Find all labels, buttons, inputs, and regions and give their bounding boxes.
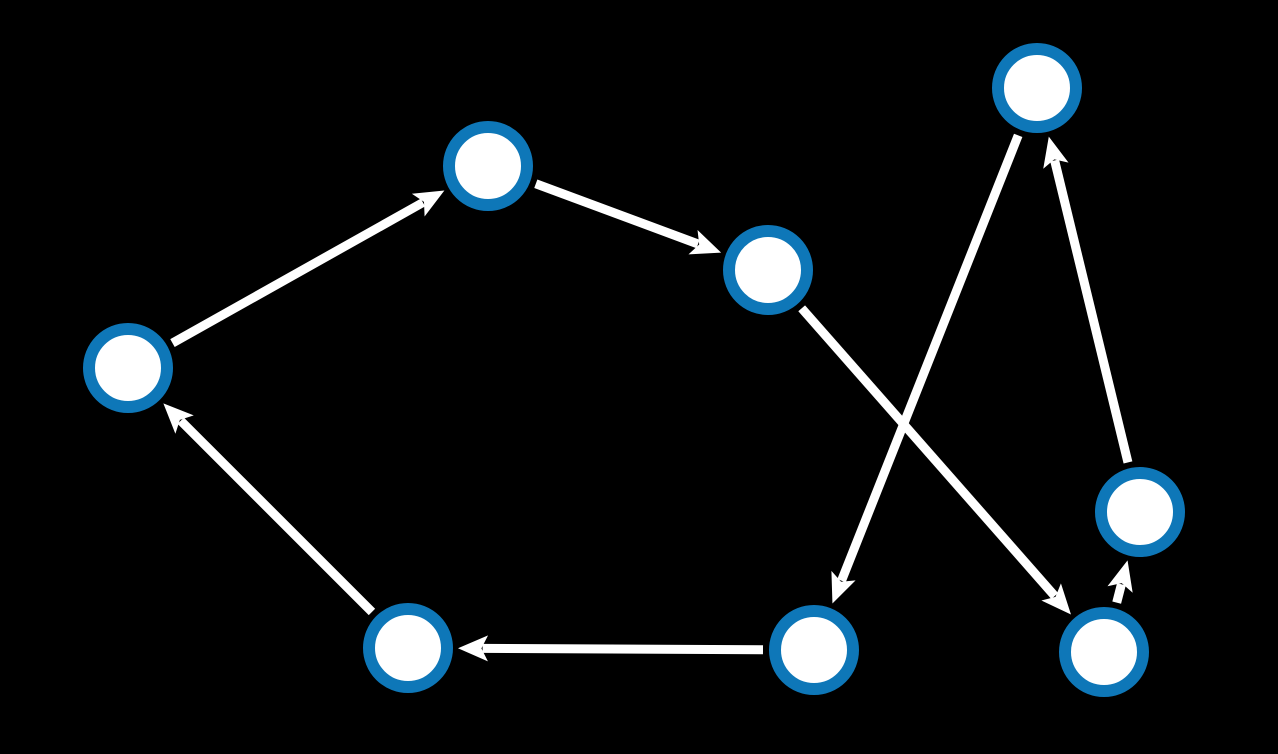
graph-edge[interactable] bbox=[534, 179, 722, 255]
arrowhead-icon bbox=[1041, 583, 1071, 615]
edges-layer bbox=[163, 133, 1133, 662]
graph-edge[interactable] bbox=[798, 305, 1071, 615]
graph-edge-line bbox=[170, 198, 426, 347]
graph-node[interactable] bbox=[1095, 467, 1185, 557]
graph-node[interactable] bbox=[992, 43, 1082, 133]
graph-edge-line bbox=[534, 179, 700, 249]
graph-node[interactable] bbox=[363, 603, 453, 693]
graph-edge-line bbox=[837, 133, 1023, 583]
graph-node[interactable] bbox=[769, 605, 859, 695]
graph-edge-line bbox=[482, 643, 764, 655]
graph-node-ring bbox=[769, 605, 859, 695]
graph-node-fill bbox=[1065, 613, 1143, 691]
arrowhead-icon bbox=[688, 229, 722, 255]
graph-node-ring bbox=[443, 121, 533, 211]
graph-node-ring bbox=[363, 603, 453, 693]
graph-node[interactable] bbox=[723, 225, 813, 315]
graph-node[interactable] bbox=[1059, 607, 1149, 697]
graph-node-fill bbox=[369, 609, 447, 687]
graph-edge[interactable] bbox=[163, 403, 376, 616]
graph-node-ring bbox=[992, 43, 1082, 133]
nodes-layer bbox=[83, 43, 1185, 697]
graph-node-fill bbox=[89, 329, 167, 407]
graph-edge-line bbox=[1112, 583, 1126, 604]
graph-node-fill bbox=[729, 231, 807, 309]
graph-node-ring bbox=[1095, 467, 1185, 557]
arrowhead-icon bbox=[163, 403, 194, 434]
graph-node-fill bbox=[998, 49, 1076, 127]
graph-node-ring bbox=[723, 225, 813, 315]
graph-edge[interactable] bbox=[170, 190, 445, 347]
graph-edge[interactable] bbox=[1107, 560, 1133, 604]
graph-node-ring bbox=[1059, 607, 1149, 697]
arrowhead-icon bbox=[411, 190, 445, 217]
graph-edge[interactable] bbox=[1043, 136, 1133, 464]
graph-node-fill bbox=[775, 611, 853, 689]
graph-node[interactable] bbox=[443, 121, 533, 211]
arrowhead-icon bbox=[831, 570, 856, 604]
graph-node[interactable] bbox=[83, 323, 173, 413]
arrowhead-icon bbox=[458, 635, 489, 662]
graph-node-fill bbox=[449, 127, 527, 205]
graph-edge[interactable] bbox=[831, 133, 1023, 604]
graph-edge[interactable] bbox=[458, 635, 764, 662]
graph-node-ring bbox=[83, 323, 173, 413]
arrowhead-icon bbox=[1043, 136, 1069, 169]
graph-edge-line bbox=[1050, 159, 1133, 464]
graph-node-fill bbox=[1101, 473, 1179, 551]
graph-edge-line bbox=[177, 417, 376, 616]
graph-edge-line bbox=[798, 305, 1059, 599]
arrowhead-icon bbox=[1107, 560, 1133, 593]
